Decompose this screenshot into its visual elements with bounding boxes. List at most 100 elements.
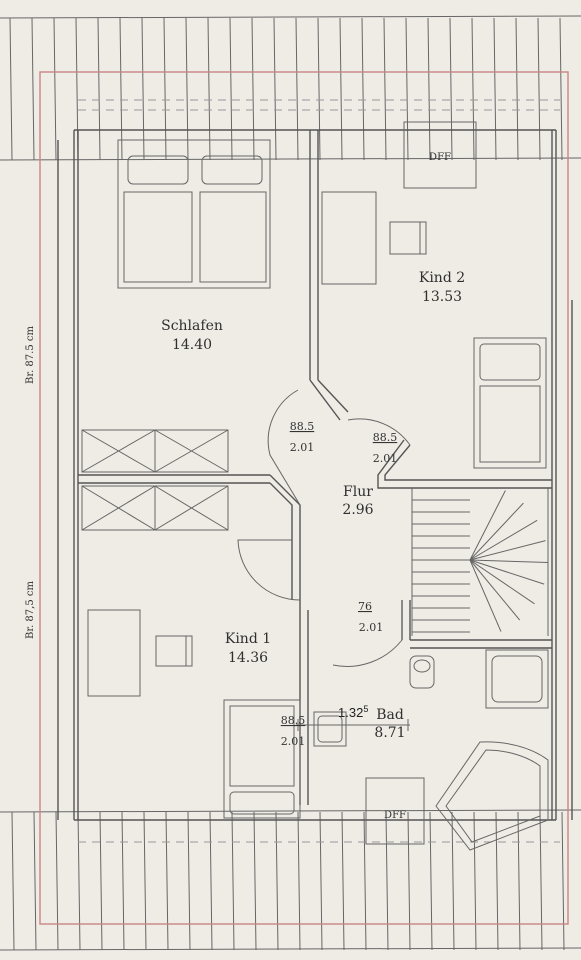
dimension-line (296, 719, 410, 731)
door-height-kind2: 2.01 (373, 452, 398, 465)
roof-tile-line (165, 811, 169, 951)
roof-tile-line (251, 17, 255, 161)
stair-winder (469, 490, 506, 561)
dimension-label: 1.325 (338, 704, 368, 720)
room-name-schlafen: Schlafen (161, 318, 223, 334)
bed-kind1 (223, 699, 301, 819)
roof-tile-line (319, 811, 323, 951)
roof-tile-line (539, 811, 543, 951)
skylight-top-label: DFF (429, 152, 451, 163)
desk-kind2 (321, 191, 427, 285)
desk-kind1 (87, 609, 193, 697)
side-label-lower: Br. 87,5 cm (25, 581, 36, 639)
roof-eave-bottom (0, 809, 581, 951)
room-name-bad: Bad (376, 707, 404, 723)
roof-tile-line (341, 811, 345, 951)
roof-tile-line (31, 17, 35, 161)
bed-kind2 (473, 337, 547, 469)
roof-tile-line (207, 17, 211, 161)
stair-winder (469, 559, 502, 632)
roof-tile-line (99, 811, 103, 951)
roof-tile-line (449, 17, 453, 161)
door-height-kind1: 2.01 (281, 735, 306, 748)
roof-tile-line (9, 17, 13, 161)
shower-tray (485, 649, 549, 709)
roof-tile-line (451, 811, 455, 951)
room-area-bad: 8.71 (374, 725, 405, 741)
door-kind2 (347, 418, 411, 446)
door-width-kind2: 88.5 (373, 431, 398, 444)
roof-tile-line (141, 17, 145, 161)
roof-tile-line (317, 17, 321, 161)
stair-winder (469, 559, 535, 605)
stair-winder (469, 519, 538, 561)
roof-boundary-outline (39, 71, 569, 925)
roof-tile-line (363, 811, 367, 951)
roof-tile-line (561, 811, 565, 951)
roof-tile-line (429, 811, 433, 951)
door-width-kind1: 88.5 (281, 714, 306, 727)
roof-tile-line (33, 811, 37, 951)
stair-winder (469, 559, 548, 563)
roof-tile-line (209, 811, 213, 951)
roof-tile-line (295, 17, 299, 161)
door-height-schlafen: 2.01 (290, 441, 315, 454)
interior-walls (78, 130, 552, 805)
roof-tile-line (361, 17, 365, 161)
roof-tile-line (97, 17, 101, 161)
stair-winder (469, 540, 546, 561)
stair-winder (469, 502, 524, 561)
room-area-flur: 2.96 (342, 502, 373, 518)
roof-tile-line (385, 811, 389, 951)
door-height-bad: 2.01 (359, 621, 384, 634)
roof-eave-top (0, 15, 581, 161)
dimension-superscript: 5 (363, 704, 368, 714)
roof-tile-line (339, 17, 343, 161)
room-name-kind1: Kind 1 (225, 631, 271, 647)
roof-tile-line (55, 811, 59, 951)
door-width-bad: 76 (358, 600, 372, 613)
bathtub (435, 741, 549, 851)
door-kind1 (237, 539, 301, 601)
roof-tile-line (427, 17, 431, 161)
room-area-kind2: 13.53 (422, 289, 462, 305)
roof-tile-line (405, 17, 409, 161)
roof-tile-line (471, 17, 475, 161)
roof-tile-line (383, 17, 387, 161)
door-width-schlafen: 88.5 (290, 420, 315, 433)
side-label-upper: Br. 87.5 cm (25, 326, 36, 384)
staircase (411, 488, 549, 636)
room-area-kind1: 14.36 (228, 650, 268, 666)
door-bad (332, 600, 403, 667)
roof-tile-line (517, 811, 521, 951)
roof-tile-line (559, 17, 563, 161)
roof-tile-line (163, 17, 167, 161)
stair-winder (469, 559, 521, 621)
roof-tile-line (53, 17, 57, 161)
skylight-bottom-label: DFF (384, 810, 406, 821)
roof-tile-line (495, 811, 499, 951)
roof-tile-line (77, 811, 81, 951)
roof-tile-line (297, 811, 301, 951)
roof-tile-line (473, 811, 477, 951)
roof-tile-line (229, 17, 233, 161)
roof-tile-line (121, 811, 125, 951)
skylight-bottom (365, 777, 425, 845)
roof-tile-line (185, 17, 189, 161)
skylight-top (403, 121, 477, 189)
room-area-schlafen: 14.40 (172, 337, 212, 353)
dimension-base: 1.32 (338, 705, 363, 720)
room-name-flur: Flur (343, 484, 373, 500)
door-schlafen (267, 389, 301, 506)
roof-tile-line (537, 17, 541, 161)
stair-winder (469, 559, 545, 585)
roof-tile-line (11, 811, 15, 951)
roof-tile-line (187, 811, 191, 951)
double-bed (117, 139, 271, 289)
roof-tile-line (119, 17, 123, 161)
roof-tile-line (515, 17, 519, 161)
roof-tile-line (275, 811, 279, 951)
roof-tile-line (143, 811, 147, 951)
washbasin (313, 711, 347, 747)
